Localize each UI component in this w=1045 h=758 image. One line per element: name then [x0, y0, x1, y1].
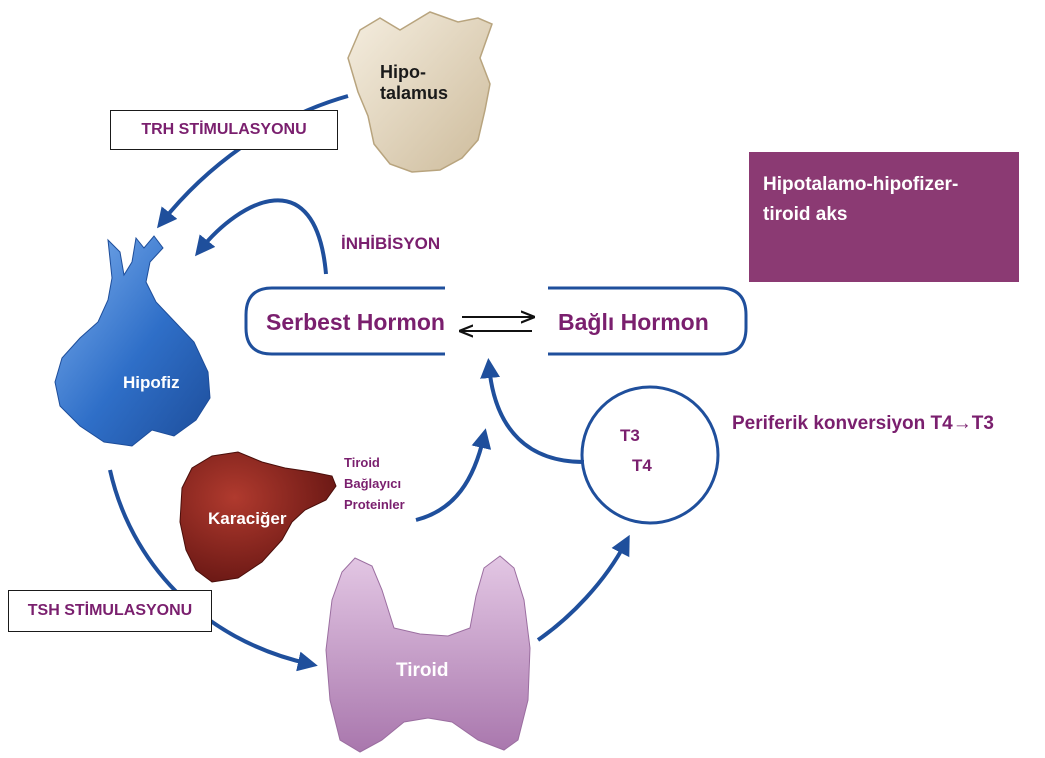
- peripheral-conversion-label: Periferik konversiyon T4→T3: [732, 413, 994, 435]
- binding-proteins-line-1: Tiroid: [344, 452, 405, 473]
- thyroid-shape: [326, 556, 530, 752]
- hypothalamus-label: Hipo- talamus: [380, 62, 448, 103]
- trh-stimulation-label: TRH STİMULASYONU: [141, 121, 306, 139]
- binding-proteins-line-2: Bağlayıcı: [344, 473, 405, 494]
- hypothalamus-label-line-2: talamus: [380, 83, 448, 104]
- pituitary-label: Hipofiz: [123, 373, 180, 393]
- t3t4-to-free-hormone-arrow: [489, 366, 584, 462]
- t3-t4-circle: [582, 387, 718, 523]
- pituitary-shape: [55, 236, 210, 446]
- bound-hormone-label: Bağlı Hormon: [558, 309, 709, 335]
- binding-proteins-label: Tiroid Bağlayıcı Proteinler: [344, 452, 405, 515]
- inhibition-label: İNHİBİSYON: [341, 234, 440, 254]
- t4-label: T4: [632, 456, 652, 476]
- free-hormone-label: Serbest Hormon: [266, 309, 445, 335]
- diagram-title-line-2: tiroid aks: [763, 200, 1005, 230]
- thyroid-to-t3t4-arrow: [538, 542, 626, 640]
- t3-label: T3: [620, 426, 640, 446]
- tsh-stimulation-box: TSH STİMULASYONU: [8, 590, 212, 632]
- liver-label: Karaciğer: [208, 509, 286, 529]
- hypothalamus-label-line-1: Hipo-: [380, 62, 448, 83]
- binding-protein-arrow: [416, 436, 484, 520]
- tsh-stimulation-label: TSH STİMULASYONU: [28, 602, 192, 620]
- diagram-title: Hipotalamo-hipofizer- tiroid aks: [749, 152, 1019, 282]
- binding-proteins-line-3: Proteinler: [344, 494, 405, 515]
- diagram-title-line-1: Hipotalamo-hipofizer-: [763, 170, 1005, 200]
- trh-stimulation-box: TRH STİMULASYONU: [110, 110, 338, 150]
- inhibition-arrow: [200, 200, 326, 274]
- thyroid-label: Tiroid: [396, 660, 448, 682]
